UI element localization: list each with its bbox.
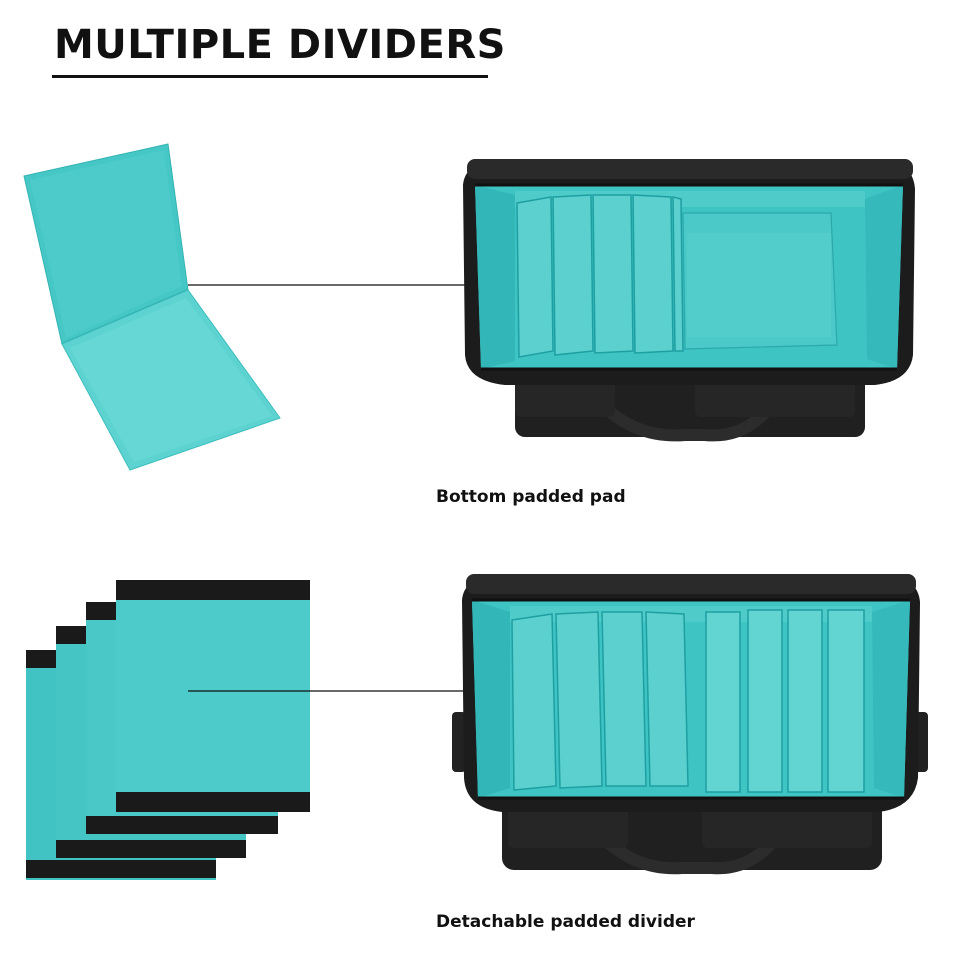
bag-with-bottom-pad	[463, 159, 915, 442]
caption-detachable-padded-divider: Detachable padded divider	[436, 912, 695, 932]
bottom-pad-illustration	[23, 143, 281, 471]
divider-stack-illustration	[26, 580, 310, 880]
bag-with-dividers	[452, 574, 928, 875]
caption-bottom-padded-pad: Bottom padded pad	[436, 487, 626, 507]
title-underline	[52, 75, 488, 78]
page-title: MULTIPLE DIVIDERS	[54, 22, 506, 68]
